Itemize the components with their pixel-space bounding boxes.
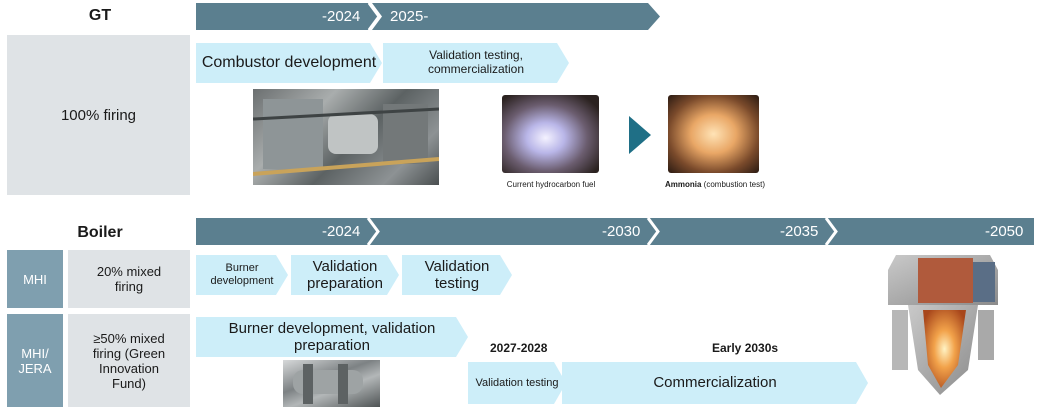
boiler-timeline-bar xyxy=(196,218,1034,245)
gt-caption-ammonia: Ammonia (combustion test) xyxy=(640,180,790,189)
mhi-step-burner: Burner development xyxy=(196,255,288,295)
gt-timeline-label-2: 2025- xyxy=(390,8,429,25)
gt-timeline-seg-2 xyxy=(372,3,660,30)
gt-ammonia-flame-photo xyxy=(668,95,759,173)
org-label-mhi: MHI xyxy=(7,250,63,308)
mhi-step-validation-prep: Validation preparation xyxy=(291,255,399,295)
year-label-early-2030s: Early 2030s xyxy=(712,341,779,355)
boiler-timeline-label-4: -2050 xyxy=(985,223,1024,240)
gt-hydrocarbon-flame-photo xyxy=(502,95,599,173)
boiler-timeline-label-3: -2035 xyxy=(780,223,819,240)
gt-timeline xyxy=(196,3,660,30)
mhi-step-validation-test: Validation testing xyxy=(402,255,512,295)
ammonia-note: (combustion test) xyxy=(701,180,766,189)
mhi-jera-row-desc: ≥50% mixed firing (Green Innovation Fund… xyxy=(68,314,190,407)
boiler-title: Boiler xyxy=(77,224,123,241)
boiler-illustration xyxy=(888,255,998,395)
gt-step-combustor: Combustor development xyxy=(196,43,382,83)
gt-timeline-seg-1 xyxy=(196,3,378,30)
boiler-timeline xyxy=(196,218,1034,245)
year-label-2027-2028: 2027-2028 xyxy=(490,341,548,355)
jera-step-validation-test: Validation testing xyxy=(468,362,566,404)
gt-caption-current: Current hydrocarbon fuel xyxy=(506,180,596,189)
boiler-timeline-label-1: -2024 xyxy=(322,223,361,240)
gt-combustor-photo xyxy=(253,89,439,185)
jera-step-burner-dev: Burner development, validation preparati… xyxy=(196,317,468,357)
gt-title: GT xyxy=(88,7,112,24)
boiler-timeline-label-2: -2030 xyxy=(602,223,641,240)
org-label-mhi-jera: MHI/ JERA xyxy=(7,314,63,407)
gt-row-label: 100% firing xyxy=(7,35,190,195)
mhi-row-desc: 20% mixed firing xyxy=(68,250,190,308)
arrow-right-icon xyxy=(629,116,651,154)
gt-step-validation: Validation testing, commercialization xyxy=(383,43,569,83)
ammonia-label: Ammonia xyxy=(664,180,702,189)
boiler-burner-photo xyxy=(283,360,380,407)
gt-timeline-label-1: -2024 xyxy=(322,8,361,25)
jera-step-commercialization: Commercialization xyxy=(562,362,868,404)
